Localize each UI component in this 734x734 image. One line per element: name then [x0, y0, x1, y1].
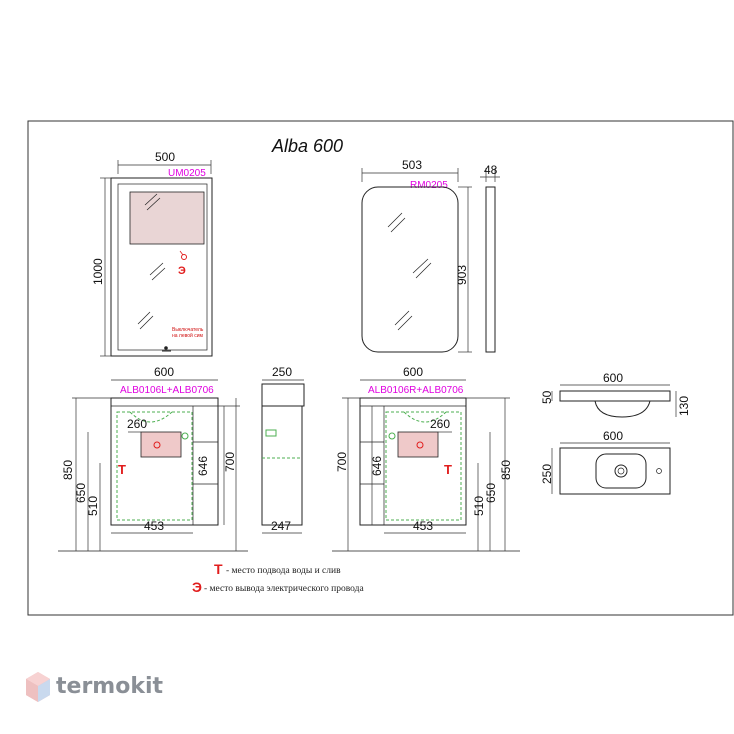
drawing-frame [27, 120, 734, 616]
led-mirror-code: UM0205 [168, 168, 206, 179]
round-mirror-width: 503 [402, 158, 422, 172]
water-marker-right: Т [444, 462, 452, 477]
basin-depth-side: 130 [677, 396, 691, 416]
legend-text-electric: - место вывода электрического провода [204, 584, 364, 594]
vanity-left: 600 ALB0106L+ALB0706 260 Т 453 850 650 5… [58, 365, 248, 552]
vanity-right-h650: 650 [484, 483, 498, 503]
vanity-left-sink-offset: 260 [127, 417, 147, 431]
vanity-right-h850: 850 [499, 460, 513, 480]
vanity-left-h700: 700 [223, 452, 237, 472]
round-mirror-depth: 48 [484, 163, 498, 177]
led-mirror-width: 500 [155, 150, 175, 164]
legend-symbol-water: Т [214, 561, 223, 577]
vanity-side-depth-bottom: 247 [271, 519, 291, 533]
basin-width-side: 600 [603, 371, 623, 385]
basin-height-side: 50 [540, 390, 554, 404]
vanity-left-h510: 510 [86, 496, 100, 516]
legend-symbol-electric: Э [192, 579, 202, 595]
vanity-left-h646: 646 [196, 456, 210, 476]
vanity-left-h650: 650 [74, 483, 88, 503]
basin-top-view: 600 250 [540, 429, 671, 495]
vanity-left-code: ALB0106L+ALB0706 [120, 385, 214, 396]
round-mirror-height: 903 [455, 265, 469, 285]
round-mirror-side [485, 186, 496, 353]
led-panel [129, 191, 205, 245]
switch-note-1: Выключатель [172, 327, 204, 333]
termokit-logo-icon [26, 672, 50, 702]
vanity-right-h700: 700 [335, 452, 349, 472]
vanity-right-width: 600 [403, 365, 423, 379]
vanity-right-code: ALB0106R+ALB0706 [368, 385, 464, 396]
vanity-left-inner-width: 453 [144, 519, 164, 533]
vanity-side-view: 250 247 [261, 365, 305, 534]
legend: Т - место подвода воды и слив Э - место … [192, 561, 364, 595]
legend-text-water: - место подвода воды и слив [226, 566, 341, 576]
drawing-title: Alba 600 [271, 136, 343, 156]
round-mirror-code: RM0205 [410, 180, 448, 191]
vanity-left-h850: 850 [61, 460, 75, 480]
round-mirror: 503 RM0205 903 48 [361, 158, 500, 353]
basin-width-top: 600 [603, 429, 623, 443]
vanity-right-h646: 646 [370, 456, 384, 476]
vanity-right: 600 ALB0106R+ALB0706 260 Т 453 700 646 5… [332, 365, 520, 552]
vanity-side-depth-top: 250 [272, 365, 292, 379]
basin-side-view: 600 50 130 [540, 371, 691, 418]
led-mirror-height: 1000 [91, 258, 105, 285]
brand-name: termokit [56, 674, 164, 699]
vanity-right-sink-offset: 260 [430, 417, 450, 431]
vanity-left-width: 600 [154, 365, 174, 379]
water-marker-left: Т [118, 462, 126, 477]
basin-depth-top: 250 [540, 464, 554, 484]
vanity-right-inner-width: 453 [413, 519, 433, 533]
vanity-right-h510: 510 [472, 496, 486, 516]
electric-marker: Э [178, 265, 186, 277]
led-mirror: 500 UM0205 1000 Э Выключатель на левой с… [91, 150, 213, 357]
switch-note-2: на левой сим [172, 332, 203, 339]
